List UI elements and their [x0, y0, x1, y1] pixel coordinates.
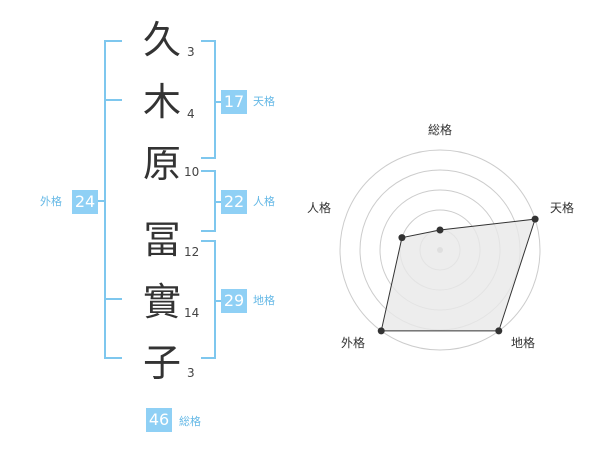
tenkaku-value: 17 — [221, 90, 247, 114]
radar-label-tenkaku: 天格 — [550, 201, 575, 215]
stroke-count-5: 14 — [184, 306, 200, 320]
name-char-2: 木 — [142, 80, 181, 124]
tenkaku-label: 天格 — [253, 95, 275, 108]
radar-point-4 — [398, 234, 406, 242]
jinkaku-value: 22 — [221, 190, 247, 214]
stroke-count-1: 3 — [187, 45, 195, 59]
radar-label-soukaku: 総格 — [428, 123, 453, 137]
chikaku-value: 29 — [221, 289, 247, 313]
stroke-count-6: 3 — [187, 366, 195, 380]
name-char-6: 子 — [142, 341, 181, 385]
radar-label-jinkaku: 人格 — [307, 201, 332, 215]
name-char-5: 實 — [142, 280, 181, 324]
chikaku-label: 地格 — [253, 294, 275, 307]
radar-grid-ring — [339, 149, 541, 351]
gaikaku-value: 24 — [72, 190, 98, 214]
stroke-count-2: 4 — [187, 107, 195, 121]
stroke-count-4: 12 — [184, 245, 200, 259]
soukaku-label: 総格 — [179, 415, 201, 428]
soukaku-value: 46 — [146, 408, 172, 432]
name-char-3: 原 — [142, 142, 181, 186]
radar-point-2 — [495, 327, 503, 335]
radar-series-polygon — [380, 218, 536, 332]
gaikaku-label: 外格 — [40, 195, 62, 208]
radar-point-3 — [377, 327, 385, 335]
name-char-1: 久 — [142, 18, 181, 62]
radar-label-gaikaku: 外格 — [341, 336, 366, 350]
stroke-count-3: 10 — [184, 165, 200, 179]
radar-label-chikaku: 地格 — [511, 336, 536, 350]
radar-point-0 — [436, 226, 444, 234]
name-char-4: 冨 — [142, 218, 181, 262]
jinkaku-label: 人格 — [253, 195, 275, 208]
radar-point-1 — [531, 215, 539, 223]
